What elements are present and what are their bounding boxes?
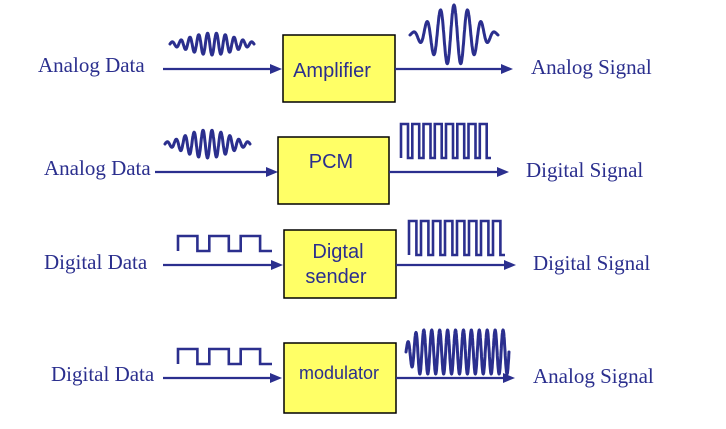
device-label: PCM	[309, 151, 353, 173]
device-label-line-1: Digtal	[312, 241, 363, 263]
output-modulated-wave	[404, 328, 511, 376]
output-digital-pulse-train	[399, 122, 491, 160]
row-analog-to-analog: Analog Data Amplifier Analog Signal	[38, 3, 652, 103]
input-label: Digital Data	[51, 362, 155, 386]
device-box-pcm	[277, 136, 390, 205]
row-analog-to-digital: Analog Data PCM Digital Signal	[44, 122, 643, 205]
device-label-line-2: sender	[305, 266, 366, 288]
output-arrow-head	[497, 167, 509, 177]
device-box-modulator	[283, 342, 397, 414]
row-digital-to-digital: Digital Data Digtal sender Digital Signa…	[44, 219, 650, 299]
output-label: Analog Signal	[531, 55, 652, 79]
row-digital-to-analog: Digital Data modulator Analog Signal	[51, 328, 654, 414]
input-analog-wave	[163, 128, 252, 160]
input-label: Digital Data	[44, 250, 148, 274]
input-digital-pulse-train	[176, 234, 272, 253]
input-label: Analog Data	[44, 156, 151, 180]
input-arrow-head	[266, 167, 278, 177]
input-digital-pulse-train	[176, 347, 272, 366]
output-arrow-head	[501, 64, 513, 74]
input-analog-wave	[168, 31, 256, 57]
input-arrow-head	[270, 373, 282, 383]
input-label: Analog Data	[38, 53, 145, 77]
input-arrow-head	[270, 64, 282, 74]
output-label: Digital Signal	[533, 251, 650, 275]
output-arrow-head	[503, 373, 515, 383]
device-label: Amplifier	[293, 60, 371, 82]
output-label: Digital Signal	[526, 158, 643, 182]
output-label: Analog Signal	[533, 364, 654, 388]
device-label: modulator	[299, 363, 379, 383]
output-arrow-head	[504, 260, 516, 270]
output-amplified-wave	[408, 3, 500, 66]
input-arrow-head	[271, 260, 283, 270]
device-box-digital-sender	[283, 229, 397, 299]
output-digital-pulse-train	[407, 219, 505, 257]
